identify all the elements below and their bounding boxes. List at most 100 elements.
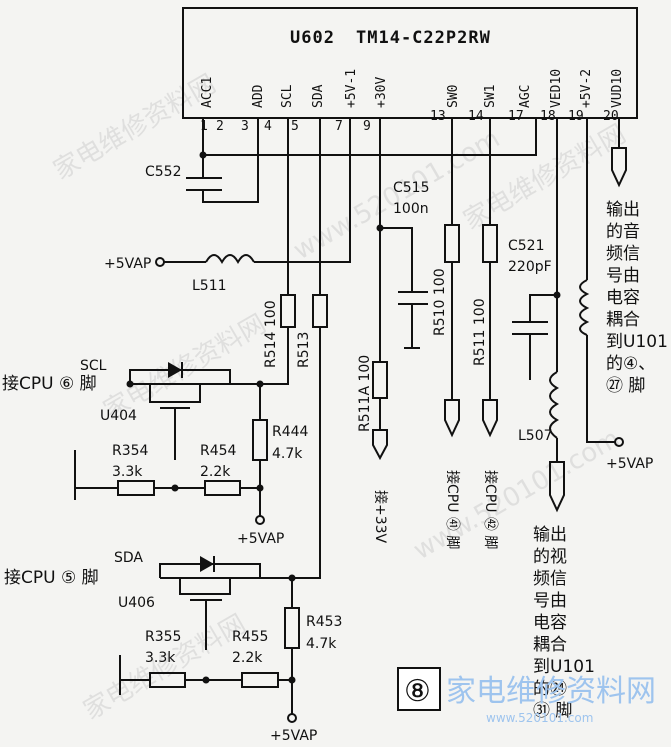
diode-u406: [200, 556, 214, 572]
resistor-r444: [252, 419, 268, 461]
audio-output-note: 输出 的音 频信 号由 电容 耦合 到U101 的④、 ㉗ 脚: [606, 200, 668, 396]
terminal-5vap-right: [614, 437, 624, 447]
resistor-r510: [444, 224, 460, 263]
note-video-line-9: ㉛ 脚: [533, 701, 572, 721]
wiring: [74, 118, 627, 723]
component-labels: C552 C515 100n C521 220pF L511 L507 R514…: [100, 164, 553, 666]
junction-dot: [171, 484, 179, 492]
label-r355-value: 3.3k: [145, 650, 176, 666]
terminal-5vap-left: [155, 257, 165, 267]
mosfet-u404: [149, 384, 201, 460]
capacitor-c521: [512, 294, 557, 380]
terminal-5vap-bottom: [287, 713, 297, 723]
pin-name-ved10: VED10: [549, 69, 564, 108]
label-r444-value: 4.7k: [272, 446, 303, 462]
label-r513: R513: [296, 332, 312, 368]
label-r355: R355: [145, 629, 181, 645]
capacitor-c552: [186, 177, 222, 191]
ic-u602-body: [182, 7, 638, 119]
label-c515: C515: [393, 180, 430, 196]
pin-name-add: ADD: [251, 84, 266, 108]
watermark-url-2: www.520101.com: [409, 424, 626, 566]
mosfet-u406: [179, 578, 231, 650]
wire-r355-r455: [119, 655, 292, 695]
resistor-r355: [149, 672, 186, 688]
label-c521-value: 220pF: [508, 259, 552, 275]
site-logo-url: www.520101.com: [486, 711, 593, 725]
watermark-site-name-1: 家电维修资料网: [49, 69, 222, 186]
label-cpu6: 接CPU ⑥ 脚: [2, 374, 97, 394]
note-video-line-4: 号由: [533, 591, 567, 611]
label-r511a: R511A 100: [357, 355, 373, 432]
label-r453: R453: [306, 614, 342, 630]
junction-dot: [256, 484, 264, 492]
wire-5v2: [586, 118, 615, 443]
pin-name-sda: SDA: [311, 84, 326, 108]
pin-name-sw0: SW0: [446, 85, 461, 108]
label-c515-value: 100n: [393, 201, 429, 217]
note-audio-line-2: 的音: [606, 222, 640, 242]
label-c552: C552: [145, 164, 182, 180]
pin-number-17: 17: [508, 109, 524, 124]
arrow-audio-out: [611, 118, 627, 188]
label-u406: U406: [118, 595, 155, 611]
resistor-r511a: [372, 361, 388, 399]
note-audio-line-9: ㉗ 脚: [606, 376, 645, 396]
note-audio-line-8: 的④、: [606, 354, 655, 374]
watermark-site-name-3: 家电维修资料网: [79, 609, 252, 726]
figure-number: ⑧: [404, 674, 431, 709]
label-l507: L507: [518, 428, 553, 444]
pin-number-4: 4: [264, 119, 272, 134]
pin-name-30v: +30V: [374, 77, 389, 108]
label-5vap-right: +5VAP: [606, 456, 653, 472]
note-audio-line-7: 到U101: [606, 332, 668, 352]
wire-acc-agc-bus: [203, 118, 537, 156]
pin-name-agc: AGC: [518, 85, 533, 108]
resistor-r514: [280, 294, 296, 328]
label-33v: 接+33V: [372, 490, 389, 544]
site-logo-text: 家电维修资料网: [446, 674, 656, 709]
pin-name-vud10: VUD10: [610, 69, 625, 108]
inductor-5v2: [579, 279, 590, 336]
pin-number-7: 7: [335, 119, 343, 134]
pin-name-sw1: SW1: [483, 85, 498, 108]
inductor-l507: [549, 371, 560, 439]
label-r514: R514 100: [263, 300, 279, 368]
label-cpu42: 接CPU ㊷ 脚: [482, 470, 499, 549]
resistor-r455: [241, 672, 279, 688]
note-audio-line-5: 电容: [606, 288, 640, 308]
ic-pin-numbers: 1 2 3 4 5 7 9 13 14 17 18 19 20: [200, 109, 619, 134]
pin-number-13: 13: [430, 109, 446, 124]
resistor-r354: [117, 480, 155, 496]
resistor-r513: [312, 294, 328, 328]
pin-number-14: 14: [468, 109, 484, 124]
junction-dot: [256, 380, 264, 388]
label-5vap-bottom: +5VAP: [270, 728, 317, 744]
diode-u404: [168, 362, 182, 378]
pin-number-2: 2: [216, 119, 224, 134]
wire-scl-net: [130, 327, 289, 385]
figure-number-box: [397, 667, 441, 711]
junction-dot: [199, 151, 207, 159]
label-sda: SDA: [114, 550, 143, 566]
arrow-cpu41: [444, 399, 460, 438]
note-video-line-5: 电容: [533, 613, 567, 633]
label-scl: SCL: [80, 358, 107, 374]
label-5vap-left: +5VAP: [104, 256, 151, 272]
label-r455-value: 2.2k: [232, 650, 263, 666]
pin-name-acc1: ACC1: [200, 77, 215, 108]
label-r454: R454: [200, 443, 237, 459]
ic-designator: U602: [290, 28, 335, 48]
label-r453-value: 4.7k: [306, 636, 337, 652]
terminal-5vap-mid: [255, 515, 265, 525]
note-video-line-7: 到U101: [533, 657, 595, 677]
pin-number-3: 3: [241, 119, 249, 134]
note-video-line-6: 耦合: [533, 635, 567, 655]
label-cpu5: 接CPU ⑤ 脚: [4, 568, 99, 588]
arrow-cpu42: [482, 399, 498, 438]
resistor-r453: [284, 607, 300, 649]
label-r511: R511 100: [472, 298, 488, 366]
label-r510: R510 100: [432, 268, 448, 336]
pin-name-scl: SCL: [280, 84, 295, 108]
